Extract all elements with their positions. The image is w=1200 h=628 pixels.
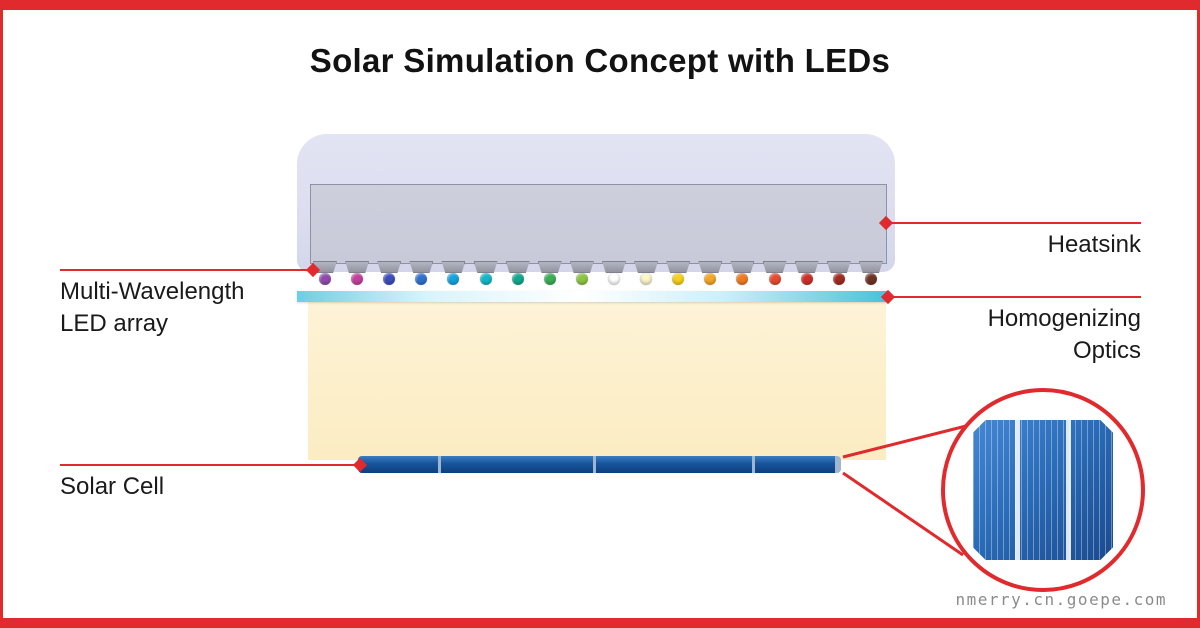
- solar-cell-bar: [358, 456, 841, 473]
- led-bulb: [736, 273, 749, 285]
- optics-label-line1: Homogenizing: [987, 305, 1141, 332]
- led-array-callout-line: [60, 269, 313, 271]
- led-package: [441, 261, 466, 273]
- heatsink-callout-line: [886, 222, 1141, 224]
- busbar: [1066, 420, 1071, 560]
- led-bulb: [672, 273, 685, 285]
- heatsink-label: Heatsink: [1047, 231, 1141, 258]
- led-bulb: [800, 273, 813, 285]
- led: [762, 261, 788, 285]
- led-package: [473, 261, 498, 273]
- frame-border-right: [1197, 0, 1200, 628]
- led-package: [858, 261, 883, 273]
- led-package: [345, 261, 370, 273]
- led-bulb: [575, 273, 588, 285]
- led-package: [794, 261, 819, 273]
- led-bulb: [864, 273, 877, 285]
- led-bulb: [832, 273, 845, 285]
- led: [344, 261, 370, 285]
- led-array-label-line2: LED array: [60, 310, 169, 337]
- led: [376, 261, 402, 285]
- led-package: [730, 261, 755, 273]
- led-bulb: [447, 273, 460, 285]
- led-bulb: [351, 273, 364, 285]
- heatsink-mounting-plate: [310, 184, 887, 264]
- led: [569, 261, 595, 285]
- watermark: nmerry.cn.goepe.com: [955, 590, 1167, 609]
- solar-cell-segment: [596, 456, 752, 473]
- light-beam: [308, 302, 886, 460]
- solar-cell-zoom-circle: [941, 388, 1145, 592]
- optics-label: Homogenizing Optics: [988, 303, 1141, 367]
- led-package: [666, 261, 691, 273]
- led: [440, 261, 466, 285]
- solar-cell-callout-line: [60, 464, 360, 466]
- optics-callout-line: [888, 296, 1141, 298]
- led: [601, 261, 627, 285]
- led: [794, 261, 820, 285]
- led-package: [826, 261, 851, 273]
- led-bulb: [383, 273, 396, 285]
- led: [473, 261, 499, 285]
- solar-cell-segment: [755, 456, 835, 473]
- led-package: [601, 261, 626, 273]
- led-bulb: [704, 273, 717, 285]
- frame-border-top: [0, 0, 1200, 10]
- led: [826, 261, 852, 285]
- led-bulb: [415, 273, 428, 285]
- led: [408, 261, 434, 285]
- led-array: [312, 261, 884, 285]
- homogenizing-optics-bar: [297, 291, 889, 302]
- led: [537, 261, 563, 285]
- led-bulb: [511, 273, 524, 285]
- led: [697, 261, 723, 285]
- led-package: [698, 261, 723, 273]
- busbar: [1015, 420, 1020, 560]
- frame-border-left: [0, 0, 3, 628]
- optics-label-line2: Optics: [1072, 337, 1141, 364]
- frame-border-bottom: [0, 618, 1200, 628]
- led-bulb: [543, 273, 556, 285]
- led-bulb: [319, 273, 331, 285]
- solar-cell-label: Solar Cell: [60, 473, 165, 500]
- solar-cell-segment: [441, 456, 593, 473]
- diagram-title: Solar Simulation Concept with LEDs: [309, 42, 891, 79]
- led: [633, 261, 659, 285]
- led-package: [569, 261, 594, 273]
- led-package: [762, 261, 787, 273]
- led-bulb: [768, 273, 781, 285]
- led-bulb: [640, 273, 653, 285]
- led: [729, 261, 755, 285]
- led-array-label-line1: Multi-Wavelength: [60, 278, 245, 305]
- led-bulb: [607, 273, 620, 285]
- solar-cell-segment: [358, 456, 438, 473]
- solar-cell-closeup: [973, 420, 1113, 560]
- led: [858, 261, 884, 285]
- led-package: [537, 261, 562, 273]
- led: [505, 261, 531, 285]
- led-bulb: [479, 273, 492, 285]
- led-package: [377, 261, 402, 273]
- led-array-label: Multi-Wavelength LED array: [60, 276, 245, 340]
- led-package: [409, 261, 434, 273]
- led-package: [505, 261, 530, 273]
- led-package: [634, 261, 659, 273]
- led: [665, 261, 691, 285]
